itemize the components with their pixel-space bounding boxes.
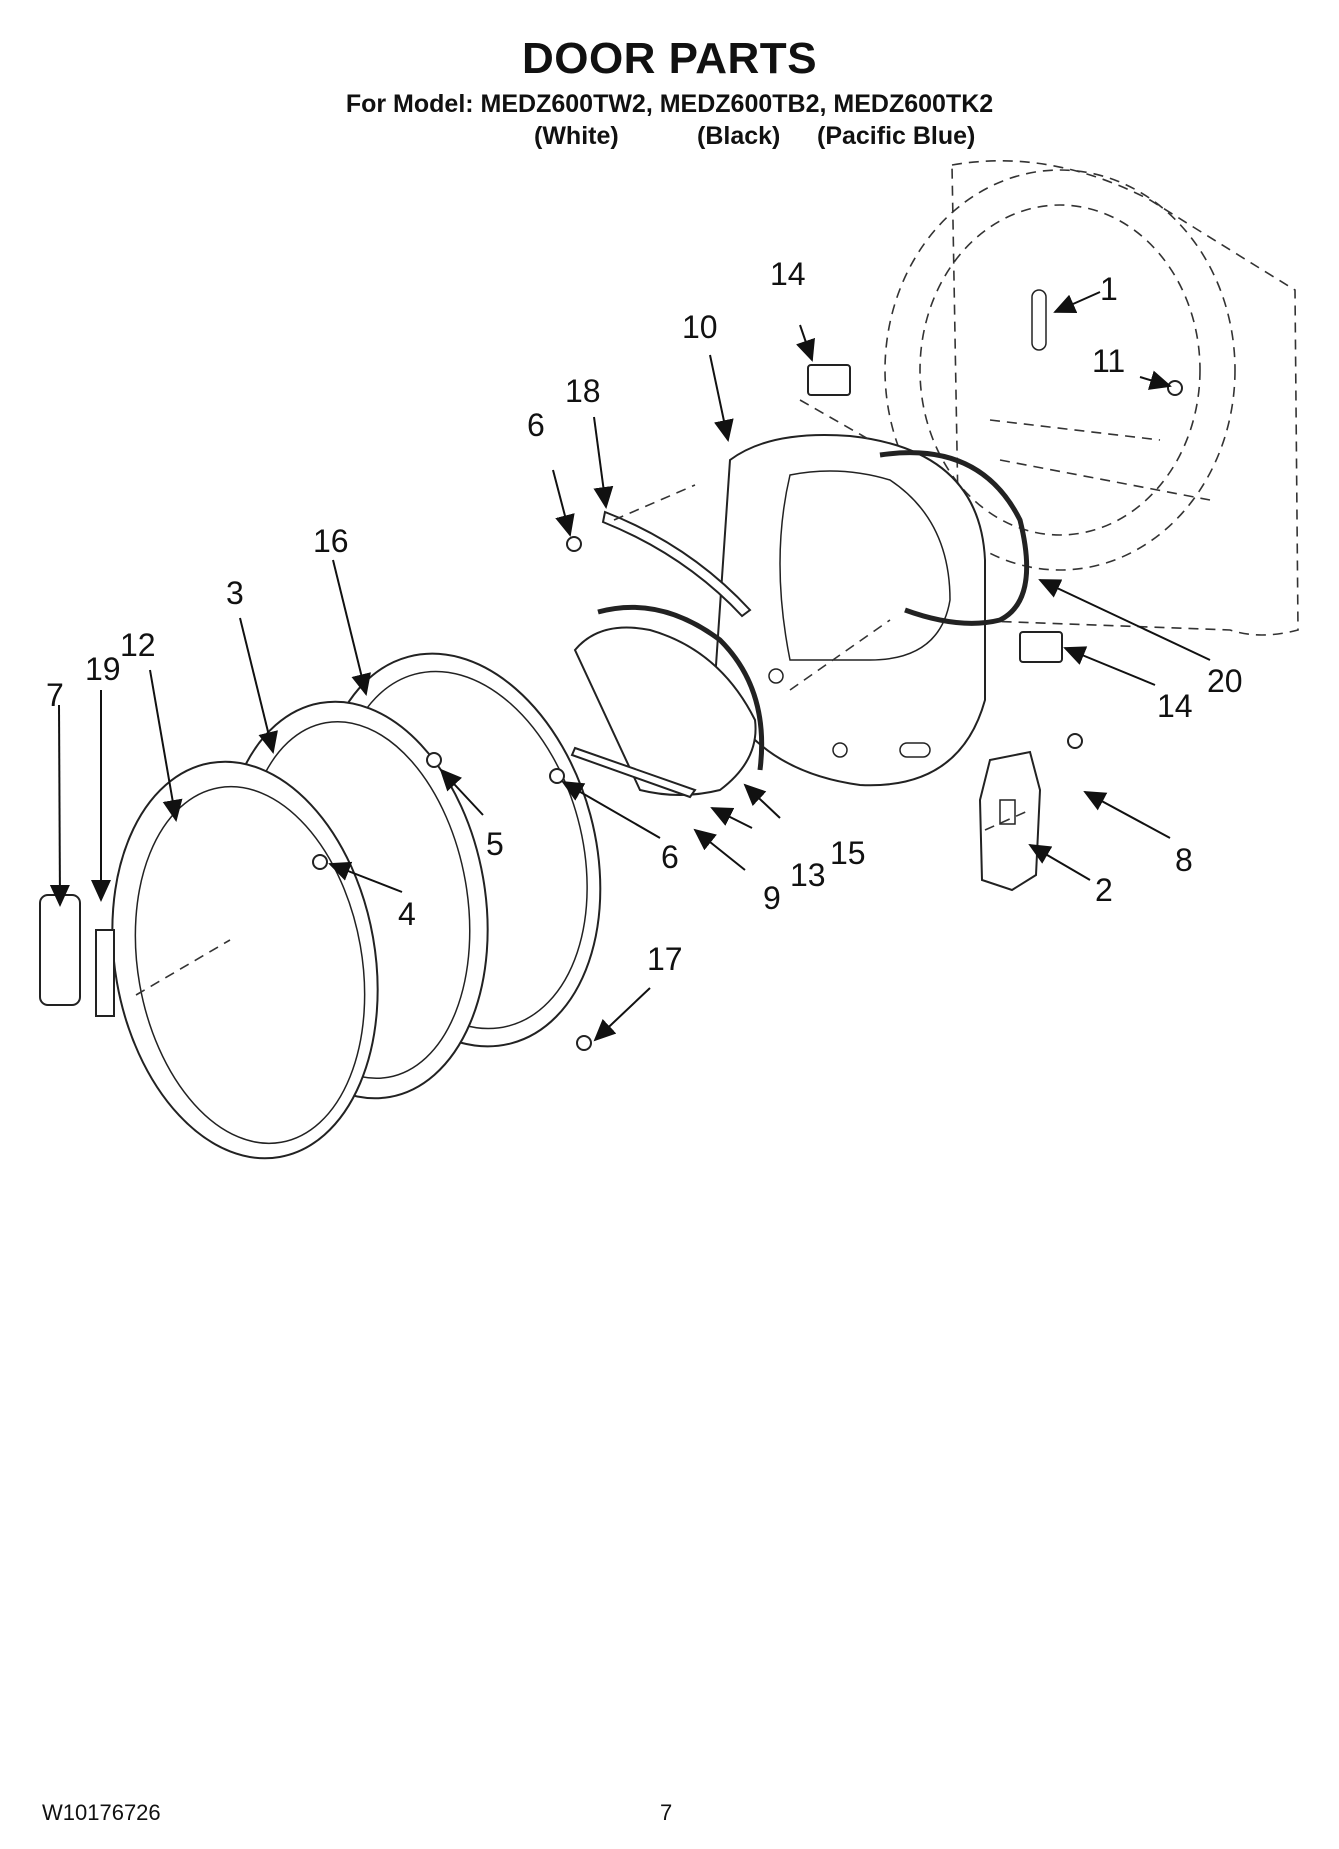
callout-8: 8 bbox=[1175, 842, 1193, 878]
inner-door-frame bbox=[713, 434, 986, 787]
callout-15: 15 bbox=[830, 835, 866, 871]
color-blue-label: (Pacific Blue) bbox=[817, 122, 976, 150]
callout-16: 16 bbox=[313, 523, 349, 559]
door-hinge bbox=[978, 750, 1042, 892]
callout-11: 11 bbox=[1092, 343, 1125, 379]
callout-10: 10 bbox=[682, 309, 718, 345]
callout-13: 13 bbox=[790, 857, 826, 893]
page-number: 7 bbox=[660, 1800, 673, 1825]
callout-19: 19 bbox=[85, 651, 121, 687]
callout-2: 2 bbox=[1095, 872, 1113, 908]
door-strike bbox=[1031, 289, 1047, 351]
handle-label bbox=[95, 929, 115, 1017]
callout-6-lower: 6 bbox=[661, 839, 679, 875]
callout-6-upper: 6 bbox=[527, 407, 545, 443]
callout-12: 12 bbox=[120, 627, 156, 663]
callout-leaders bbox=[49, 291, 1211, 1042]
page-title: DOOR PARTS bbox=[521, 34, 818, 83]
cabinet-front-outline bbox=[884, 160, 1299, 636]
inner-glass bbox=[573, 604, 765, 796]
top-bracket bbox=[601, 510, 752, 618]
catch-bottom bbox=[1019, 631, 1063, 663]
callout-14-side: 14 bbox=[1157, 688, 1193, 724]
color-white-label: (White) bbox=[534, 122, 619, 150]
callout-14-top: 14 bbox=[770, 256, 806, 292]
catch-top bbox=[807, 364, 851, 396]
callout-17: 17 bbox=[647, 941, 683, 977]
callout-18: 18 bbox=[565, 373, 601, 409]
door-handle bbox=[39, 894, 81, 1006]
door-bezel bbox=[111, 760, 379, 1160]
color-black-label: (Black) bbox=[697, 122, 781, 150]
alignment-lines bbox=[135, 399, 1031, 996]
glass-seal bbox=[597, 604, 765, 771]
callout-1: 1 bbox=[1100, 271, 1118, 307]
door-gasket bbox=[879, 450, 1030, 626]
callout-7: 7 bbox=[46, 677, 64, 713]
document-code: W10176726 bbox=[42, 1800, 161, 1825]
callout-9: 9 bbox=[763, 880, 781, 916]
callout-4: 4 bbox=[398, 896, 416, 932]
callout-5: 5 bbox=[486, 826, 504, 862]
screws bbox=[312, 380, 1183, 1051]
bottom-bracket bbox=[570, 746, 697, 799]
callout-3: 3 bbox=[226, 575, 244, 611]
model-list: For Model: MEDZ600TW2, MEDZ600TB2, MEDZ6… bbox=[345, 90, 994, 118]
callout-20: 20 bbox=[1207, 663, 1243, 699]
